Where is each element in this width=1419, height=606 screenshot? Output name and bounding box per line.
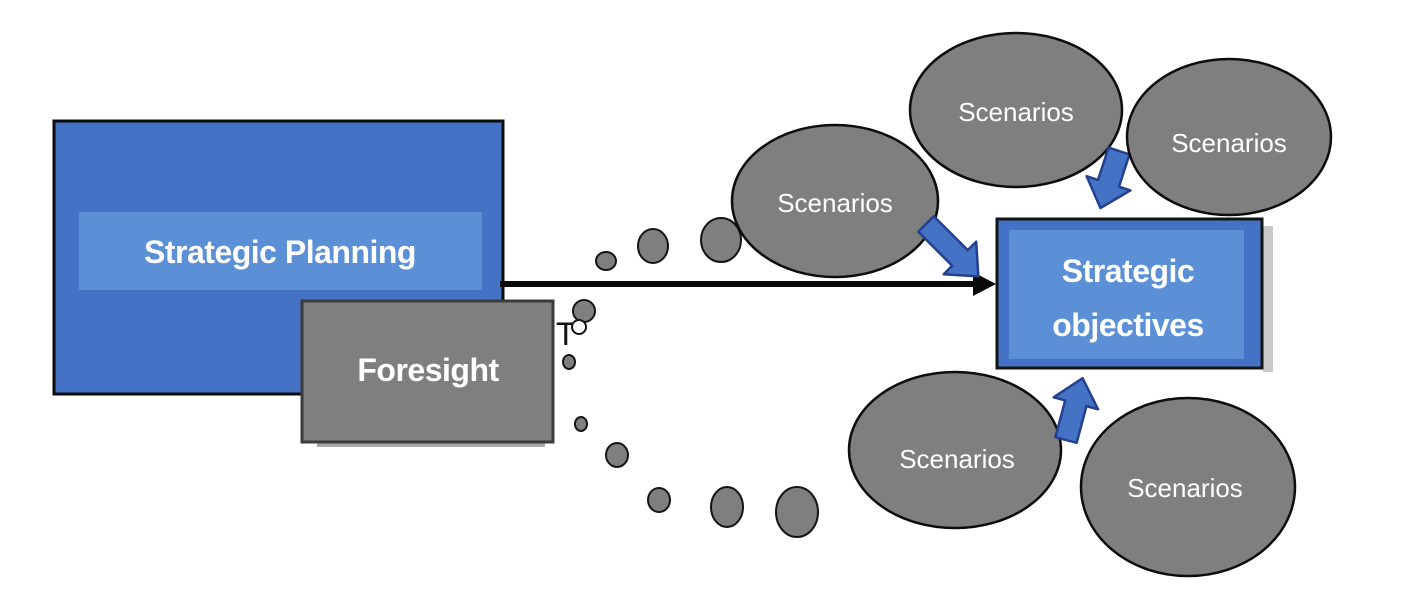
foresight-box-shadow [317,443,545,447]
scenario-ellipse-bottom-right: Scenarios [1079,396,1297,578]
blue-arrow-shape [916,214,980,278]
trail-dot [637,228,669,264]
scenario-label: Scenarios [1127,473,1243,503]
scenario-shape [1079,396,1297,578]
strategic-planning-inner-rect [79,212,482,290]
scenario-ellipse-top-right: Scenarios [1125,57,1333,217]
dot-trail-lower [562,299,819,538]
scenario-ellipse-bottom-left: Scenarios [847,370,1063,530]
foresight-label: Foresight [357,352,499,388]
blue-arrow-down-right-icon [916,214,980,278]
horizontal-arrow-icon [500,272,996,296]
strategic-planning-box: Strategic Planning [52,119,505,396]
trail-dot [700,217,742,263]
strategic-planning-label: Strategic Planning [144,234,416,270]
trail-dot [572,299,596,323]
dot-trail-upper [595,217,742,271]
trail-dot [562,354,576,370]
blue-arrow-shape [1085,146,1132,210]
trail-dot [775,486,819,538]
scenario-label: Scenarios [899,444,1015,474]
blue-arrow-up-icon [1052,376,1100,445]
stray-t-label: T [556,316,576,352]
strategic-objectives-label-line1: Strategic [1062,253,1194,289]
trail-dot-hollow [571,319,587,335]
foresight-box: Foresight [300,299,555,447]
scenario-shape [847,370,1063,530]
strategic-objectives-shadow [1263,226,1273,372]
trail-dot [605,442,629,468]
scenario-shape [908,31,1124,189]
scenario-shape [1125,57,1333,217]
foresight-rect [300,299,555,444]
scenario-label: Scenarios [777,188,893,218]
trail-dot [574,416,588,432]
scenario-ellipse-top-left: Scenarios [730,123,940,279]
blue-arrow-shape [1052,376,1100,445]
strategic-objectives-inner-rect [1009,230,1244,359]
strategic-objectives-box: Strategic objectives [995,217,1273,372]
scenario-label: Scenarios [1171,128,1287,158]
trail-dot [710,486,744,528]
blue-arrow-down-icon [1085,146,1132,210]
strategic-objectives-label-line2: objectives [1052,307,1204,343]
horizontal-arrow-head [973,272,996,296]
trail-dot [647,487,671,513]
scenario-label: Scenarios [958,97,1074,127]
trail-dot [595,251,617,271]
scenario-shape [730,123,940,279]
scenario-ellipse-top-middle: Scenarios [908,31,1124,189]
